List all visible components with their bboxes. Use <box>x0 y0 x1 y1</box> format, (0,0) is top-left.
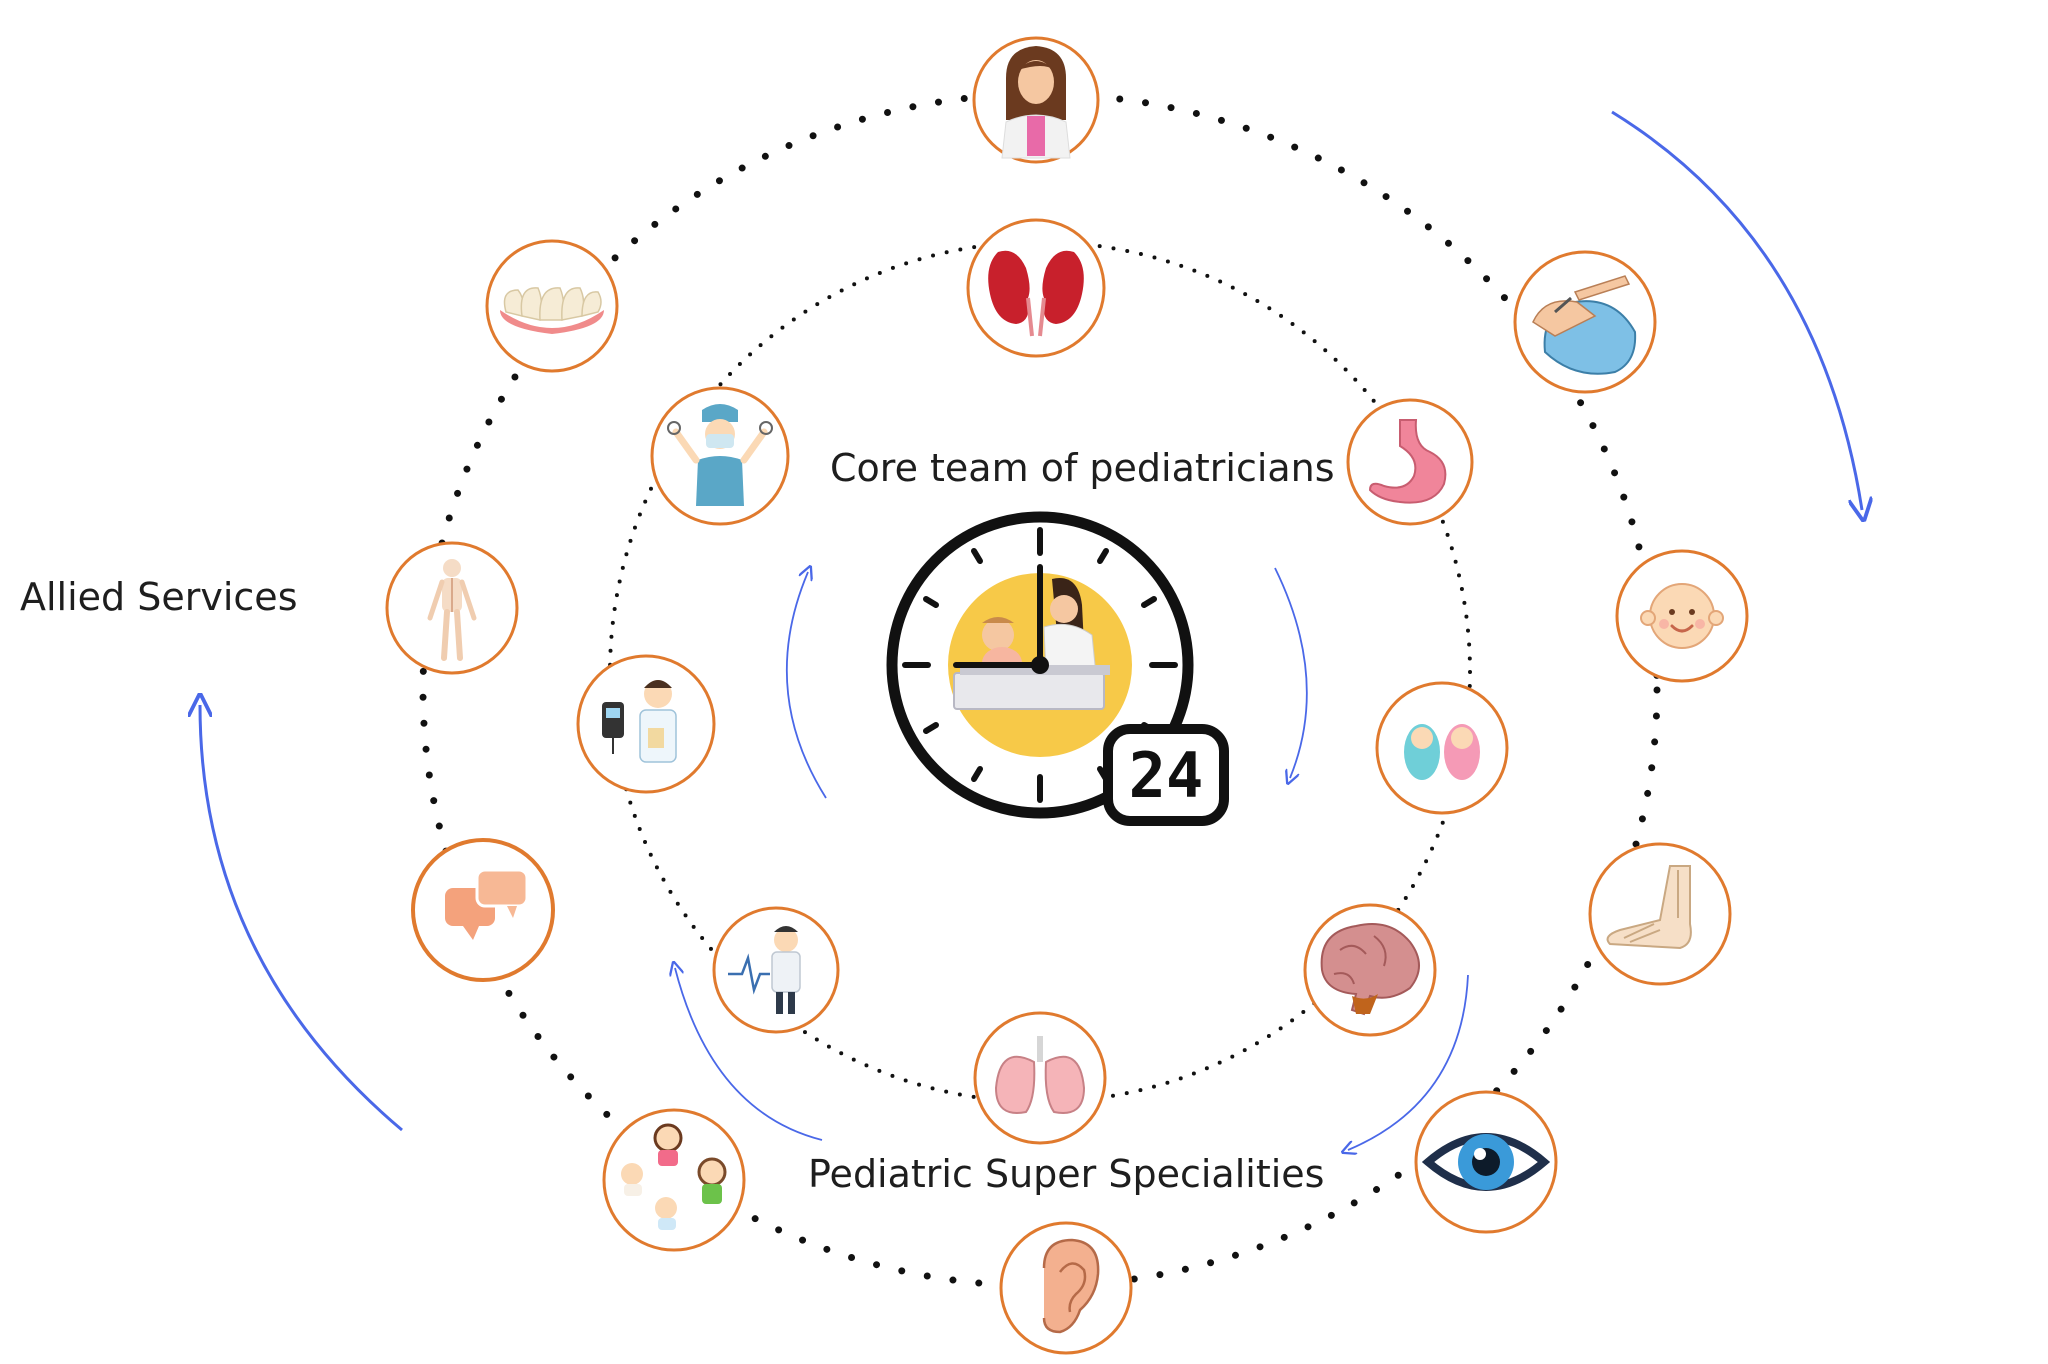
inner-arrow-bottom-left <box>675 968 823 1141</box>
super-specialities-label: Pediatric Super Specialities <box>808 1152 1325 1196</box>
inner-arrow-bottom-right <box>1348 974 1469 1150</box>
teeth-icon <box>485 239 619 373</box>
anesthesia-icon <box>1513 250 1657 394</box>
speech-bubbles-icon <box>411 838 555 982</box>
foot-bones-icon <box>1588 842 1732 986</box>
cardiologist-icon <box>712 906 840 1034</box>
stomach-icon <box>1346 398 1474 526</box>
outer-arrow-right <box>1611 110 1862 510</box>
inner-arrow-right-down <box>1274 567 1308 778</box>
inner-dotted-ring <box>608 240 1472 1104</box>
skeleton-icon <box>385 541 519 675</box>
core-team-label: Core team of pediatricians <box>830 446 1335 490</box>
allied-services-label: Allied Services <box>20 575 298 619</box>
ear-icon <box>999 1221 1133 1355</box>
clock-icon: 24 <box>886 511 1229 826</box>
24-hours-badge: 24 <box>1103 724 1229 826</box>
children-group-icon <box>602 1108 746 1252</box>
badge-text: 24 <box>1129 739 1204 812</box>
eye-icon <box>1414 1090 1558 1234</box>
endocrinologist-icon <box>576 654 716 794</box>
female-doctor-icon <box>972 36 1100 164</box>
brain-icon <box>1303 903 1437 1037</box>
kidneys-icon <box>966 218 1106 358</box>
newborns-icon <box>1375 681 1509 815</box>
baby-face-icon <box>1615 549 1749 683</box>
outer-arrow-left <box>200 705 403 1132</box>
surgeon-icon <box>650 386 790 526</box>
lungs-icon <box>973 1011 1107 1145</box>
inner-arrow-left-up <box>785 572 827 799</box>
